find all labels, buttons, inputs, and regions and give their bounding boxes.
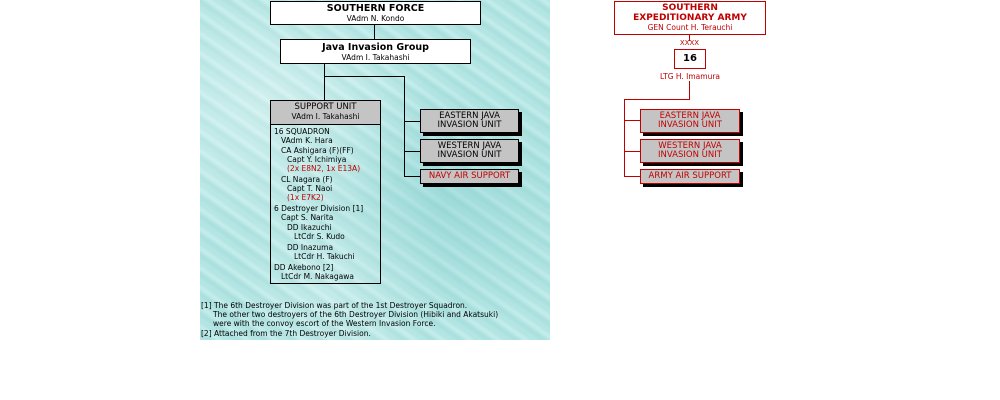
connector-line — [689, 35, 690, 41]
support-unit-commander: VAdm I. Takahashi — [291, 112, 360, 121]
army-number: 16 — [683, 53, 697, 64]
detail-line: DD Akebono [2] — [274, 263, 334, 272]
detail-line: Capt Y. Ichimiya — [287, 155, 347, 164]
support-unit-box: SUPPORT UNIT VAdm I. Takahashi — [270, 100, 381, 125]
connector-line — [624, 99, 625, 177]
southern-expeditionary-army-box: SOUTHERN EXPEDITIONARY ARMY GEN Count H.… — [614, 1, 766, 35]
connector-line — [624, 120, 640, 121]
connector-line — [624, 176, 640, 177]
sixteenth-army-box: 16 — [674, 49, 706, 69]
detail-line: LtCdr H. Takuchi — [294, 252, 355, 261]
connector-line — [324, 76, 325, 100]
connector-line — [324, 76, 405, 77]
footnote-1: [1] The 6th Destroyer Division was part … — [201, 301, 468, 310]
unit-label: ARMY AIR SUPPORT — [648, 170, 732, 181]
connector-line — [624, 151, 640, 152]
detail-line: VAdm K. Hara — [281, 136, 333, 145]
army-western-java-unit: WESTERN JAVA INVASION UNIT — [640, 139, 740, 163]
southern-force-title: SOUTHERN FORCE — [326, 3, 425, 14]
footnote-1-cont: were with the convoy escort of the Weste… — [213, 319, 436, 328]
connector-line — [689, 81, 690, 99]
connector-line — [324, 64, 325, 76]
army-air-support-unit: ARMY AIR SUPPORT — [640, 169, 740, 184]
navy-air-support-unit: NAVY AIR SUPPORT — [420, 169, 519, 184]
army-title-line2: EXPEDITIONARY ARMY — [633, 13, 747, 23]
java-group-commander: VAdm I. Takahashi — [341, 53, 410, 62]
detail-line: CL Nagara (F) — [281, 175, 333, 184]
connector-line — [404, 176, 420, 177]
detail-line: CA Ashigara (F)(FF) — [281, 146, 354, 155]
connector-line — [404, 76, 405, 177]
unit-label-line1: WESTERN JAVA — [437, 140, 502, 151]
unit-label-line1: EASTERN JAVA — [659, 110, 721, 121]
detail-line: 6 Destroyer Division [1] — [274, 204, 364, 213]
unit-label-line2: INVASION UNIT — [437, 150, 502, 160]
army-commander: GEN Count H. Terauchi — [647, 23, 733, 32]
detail-line: LtCdr M. Nakagawa — [281, 272, 354, 281]
connector-line — [624, 99, 690, 100]
java-group-title: Java Invasion Group — [322, 42, 429, 53]
detail-line: LtCdr S. Kudo — [294, 232, 345, 241]
southern-force-commander: VAdm N. Kondo — [346, 14, 405, 23]
detail-line: Capt S. Narita — [281, 213, 334, 222]
detail-line: DD Inazuma — [287, 243, 334, 252]
army-16-commander: LTG H. Imamura — [659, 72, 721, 81]
navy-western-java-unit: WESTERN JAVA INVASION UNIT — [420, 139, 519, 163]
detail-line: DD Ikazuchi — [287, 223, 332, 232]
support-unit-detail: 16 SQUADRON VAdm K. Hara CA Ashigara (F)… — [270, 124, 381, 284]
connector-line — [404, 151, 420, 152]
army-eastern-java-unit: EASTERN JAVA INVASION UNIT — [640, 109, 740, 133]
connector-line — [404, 121, 420, 122]
unit-label: NAVY AIR SUPPORT — [428, 170, 511, 181]
detail-line: Capt T. Naoi — [287, 184, 333, 193]
army-echelon-symbol: XXXX — [679, 39, 700, 47]
detail-line-aircraft: (1x E7K2) — [287, 193, 324, 202]
navy-eastern-java-unit: EASTERN JAVA INVASION UNIT — [420, 109, 519, 133]
detail-line: 16 SQUADRON — [274, 127, 330, 136]
unit-label-line2: INVASION UNIT — [658, 150, 722, 160]
southern-force-box: SOUTHERN FORCE VAdm N. Kondo — [270, 1, 481, 25]
footnote-1-cont: The other two destroyers of the 6th Dest… — [213, 310, 499, 319]
army-title-line1: SOUTHERN — [662, 3, 718, 13]
connector-line — [374, 25, 375, 39]
detail-line-aircraft: (2x E8N2, 1x E13A) — [287, 164, 361, 173]
unit-label-line2: INVASION UNIT — [437, 120, 502, 130]
support-unit-title: SUPPORT UNIT — [294, 102, 357, 112]
unit-label-line1: WESTERN JAVA — [658, 140, 722, 151]
unit-label-line2: INVASION UNIT — [658, 120, 722, 130]
java-invasion-group-box: Java Invasion Group VAdm I. Takahashi — [280, 39, 471, 64]
unit-label-line1: EASTERN JAVA — [439, 110, 500, 121]
footnote-2: [2] Attached from the 7th Destroyer Divi… — [201, 329, 371, 338]
